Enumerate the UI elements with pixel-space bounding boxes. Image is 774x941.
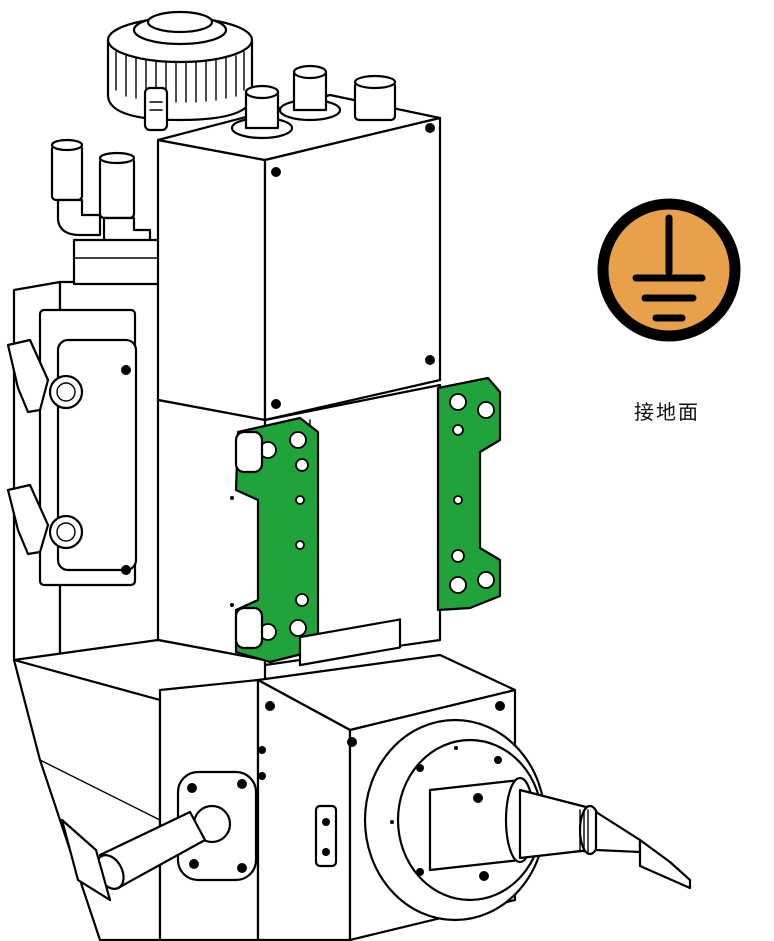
air-fittings-top	[50, 138, 152, 252]
side-elbow-fittings	[6, 338, 84, 556]
upper-housing	[156, 93, 442, 422]
ground-face-label: 接地面	[634, 400, 700, 424]
cooling-block	[12, 238, 168, 662]
mounting-plates	[234, 376, 502, 664]
gas-inlet-fitting	[60, 770, 258, 902]
top-connectors	[230, 64, 397, 140]
nozzle-assembly	[363, 718, 692, 922]
protective-earth-icon	[597, 198, 741, 342]
focus-knob	[106, 10, 254, 132]
